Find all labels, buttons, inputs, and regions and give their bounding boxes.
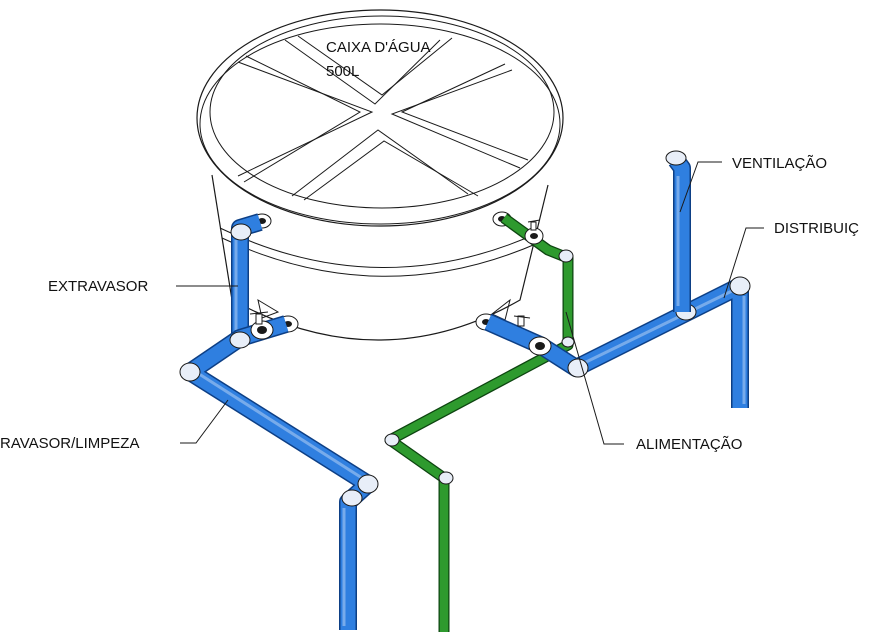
leader-alimentacao <box>565 311 624 445</box>
pipe-extravasor <box>230 213 263 334</box>
tank-band <box>219 227 541 269</box>
label-extravasor: EXTRAVASOR <box>48 278 148 295</box>
label-alimentacao: ALIMENTAÇÃO <box>636 436 742 453</box>
valve-alimentacao <box>524 219 544 245</box>
valve-limpeza <box>249 311 274 340</box>
pipe-limpeza <box>179 315 379 630</box>
pipe-alimentacao <box>384 213 575 632</box>
tank-lid-inner <box>209 15 555 209</box>
leader-extravasor-limpeza <box>180 399 229 444</box>
tank-lid-rim <box>199 23 561 225</box>
tank-band-2 <box>221 237 539 277</box>
leader-distribuicao <box>723 227 764 299</box>
leader-ventilacao <box>679 161 722 213</box>
label-ventilacao: VENTILAÇÃO <box>732 155 827 172</box>
tank-lid-outer <box>196 9 564 227</box>
water-tank: CAIXA D'ÁGUA 500L <box>196 9 564 341</box>
pipe-ventilacao <box>665 150 691 312</box>
label-distribuicao: DISTRIBUIÇ <box>774 220 859 237</box>
tank-title: CAIXA D'ÁGUA <box>326 39 431 56</box>
pipe-distribuicao <box>484 276 751 408</box>
valve-distribuicao <box>513 315 552 356</box>
label-extravasor-limpeza: RAVASOR/LIMPEZA <box>0 435 139 452</box>
tank-capacity: 500L <box>326 63 359 80</box>
lid-ribs <box>237 35 529 201</box>
